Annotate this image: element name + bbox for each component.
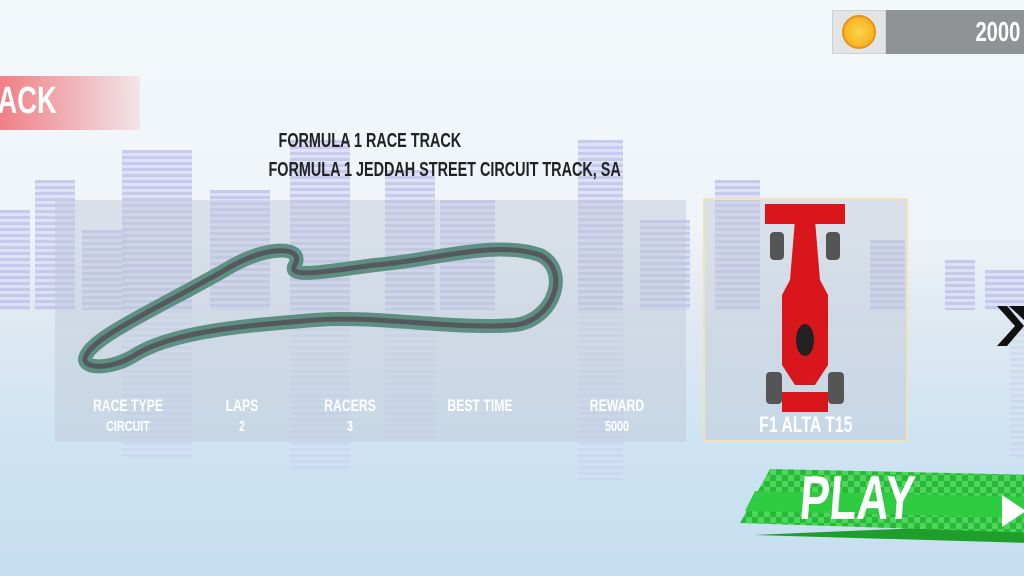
car-name: F1 ALTA T15 [758, 412, 853, 437]
stat-best-time: BEST TIME [447, 396, 513, 415]
track-category: FORMULA 1 RACE TRACK [278, 130, 462, 152]
coin-balance: 2000 [832, 10, 1024, 54]
coin-icon [842, 15, 876, 49]
city-reflection [0, 310, 1024, 490]
coin-icon-box[interactable] [832, 10, 886, 54]
track-road [82, 247, 559, 369]
track-map [77, 242, 563, 374]
coin-amount: 2000 [886, 10, 1024, 54]
city-skyline [0, 130, 1024, 310]
play-triangle-icon [1002, 495, 1024, 527]
play-button[interactable]: PLAY [740, 463, 1024, 543]
back-button[interactable]: ACK [0, 76, 140, 130]
car-select-panel[interactable]: F1 ALTA T15 [703, 198, 908, 442]
track-name: FORMULA 1 JEDDAH STREET CIRCUIT TRACK, S… [268, 159, 621, 181]
play-button-background [740, 469, 1024, 543]
car-image [765, 204, 845, 412]
next-track-arrow-icon[interactable] [995, 300, 1024, 352]
